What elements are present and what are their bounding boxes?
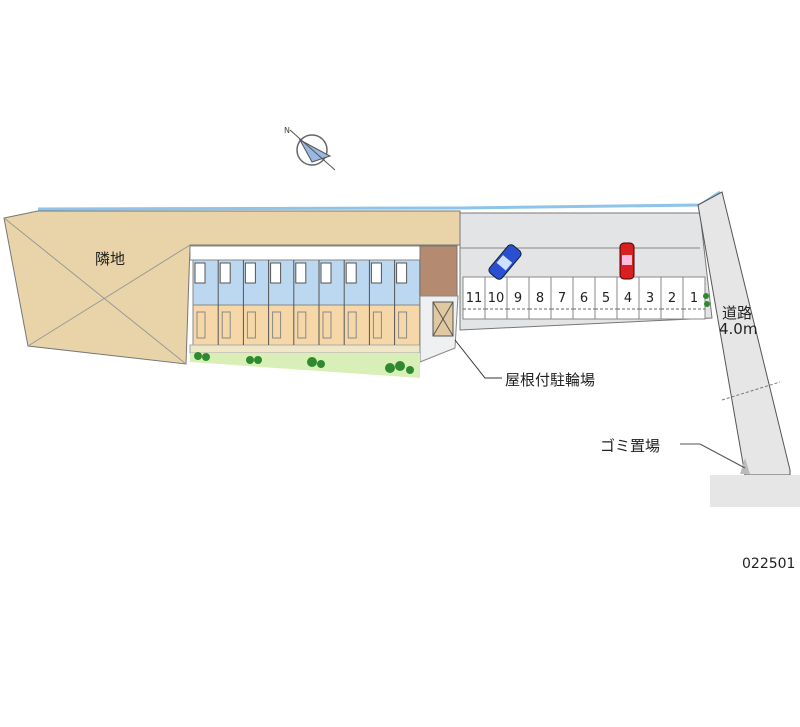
unit-fixture (295, 262, 307, 284)
parking-space-number: 9 (514, 291, 522, 306)
cross-line (3, 217, 187, 365)
parking-space-8: 8 (528, 276, 552, 320)
unit-fixture (345, 262, 357, 284)
cross-line (27, 244, 191, 347)
property-id: 022501 (742, 556, 796, 572)
road (697, 191, 791, 476)
parking-space-6: 6 (572, 276, 596, 320)
parking-space-3: 3 (638, 276, 662, 320)
fence-line (37, 190, 721, 211)
parking-space-11: 11 (462, 276, 486, 320)
unit-room (322, 311, 332, 339)
road-label: 道路 (722, 304, 753, 322)
parking-space-10: 10 (484, 276, 508, 320)
parking-space-number: 11 (466, 291, 483, 306)
apartment-building (189, 245, 421, 354)
unit-room (398, 311, 408, 339)
parking-space-number: 3 (646, 291, 654, 306)
unit-room (246, 311, 256, 339)
neighbor-land (3, 210, 461, 365)
unit-room (297, 311, 307, 339)
parking-space-5: 5 (594, 276, 618, 320)
road-lower (710, 475, 800, 507)
parking-space-number: 10 (488, 291, 505, 306)
car-blue-icon (488, 244, 522, 280)
garbage-label: ゴミ置場 (600, 437, 661, 455)
unit-room (196, 311, 206, 339)
parking-space-number: 2 (668, 291, 676, 306)
bike-parking-label: 屋根付駐輪場 (505, 371, 596, 389)
unit-room (221, 311, 231, 339)
parking-space-9: 9 (506, 276, 530, 320)
parking-space-number: 8 (536, 291, 544, 306)
svg-text:N: N (284, 126, 290, 135)
unit-room (372, 311, 382, 339)
unit-fixture (370, 262, 382, 284)
parking-space-1: 1 (682, 276, 706, 320)
neighbor-land-label: 隣地 (95, 250, 126, 268)
compass-icon: N (284, 126, 336, 171)
parking-space-number: 7 (558, 291, 566, 306)
unit-fixture (194, 262, 206, 284)
car-red-icon (619, 242, 635, 280)
brick-area (419, 245, 458, 297)
unit-fixture (320, 262, 332, 284)
unit-fixture (244, 262, 256, 284)
parking-space-2: 2 (660, 276, 684, 320)
garbage-area (740, 458, 750, 474)
parking-space-4: 4 (616, 276, 640, 320)
unit-room (272, 311, 282, 339)
road-width-label: 4.0m (719, 320, 758, 338)
parking-space-number: 5 (602, 291, 610, 306)
unit-fixture (270, 262, 282, 284)
road-marker (721, 381, 781, 401)
parking-space-number: 6 (580, 291, 588, 306)
unit-room (347, 311, 357, 339)
parking-space-7: 7 (550, 276, 574, 320)
garden-strip (190, 353, 420, 378)
unit-fixture (396, 262, 408, 284)
parking-space-number: 4 (624, 291, 632, 306)
unit-fixture (219, 262, 231, 284)
parking-space-number: 1 (690, 291, 698, 306)
